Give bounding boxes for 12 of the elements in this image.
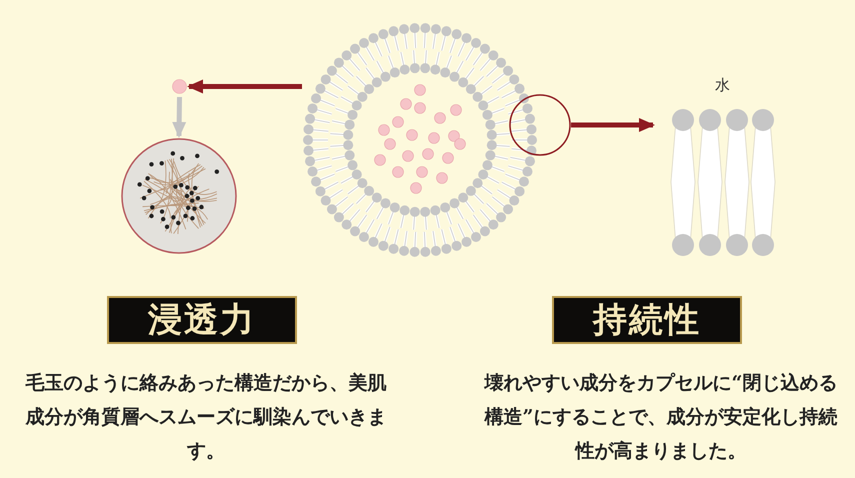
arrow [187, 80, 302, 94]
arrow [172, 96, 186, 138]
ingredient-dot [171, 78, 188, 95]
liposome-drawing [302, 22, 538, 258]
hair-tangle-drawing [120, 137, 238, 255]
description-text: 毛玉のように絡みあった構造だから、美肌成分が角質層へスムーズに馴染んでいきます。 [24, 371, 388, 464]
magnifier-circle [509, 94, 571, 156]
water-label: 水 [714, 76, 731, 95]
arrow [571, 118, 655, 132]
heading-box: 浸透力 [107, 296, 297, 344]
heading-box: 持続性 [552, 296, 742, 344]
description-text: 壊れやすい成分をカプセルに“閉じ込める構造”にすることで、成分が安定化し持続性が高まりました。 [483, 371, 838, 464]
